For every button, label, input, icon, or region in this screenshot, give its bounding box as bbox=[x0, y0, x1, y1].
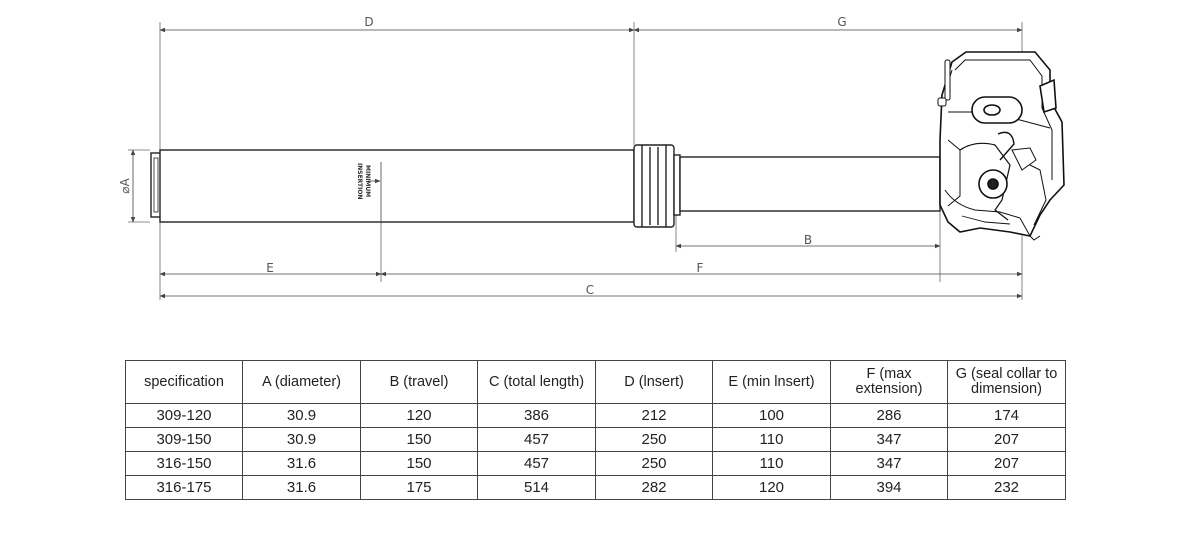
cell-c: 386 bbox=[477, 403, 596, 428]
seatpost-technical-drawing: D G ⌀A B E F C MINIMUM INSERTION bbox=[118, 15, 1065, 300]
cell-g: 207 bbox=[947, 427, 1066, 452]
label-c: C bbox=[586, 283, 594, 297]
header-b-travel: B (travel) bbox=[360, 360, 478, 404]
cell-b: 120 bbox=[360, 403, 478, 428]
cell-f: 394 bbox=[830, 475, 948, 500]
table-row: 316-150 31.6 150 457 250 110 347 207 bbox=[125, 451, 1066, 476]
marking-insertion: INSERTION bbox=[356, 163, 363, 199]
cell-e: 110 bbox=[712, 451, 831, 476]
table-row: 316-175 31.6 175 514 282 120 394 232 bbox=[125, 475, 1066, 500]
cell-e: 120 bbox=[712, 475, 831, 500]
cell-specification: 309-150 bbox=[125, 427, 243, 452]
cell-d: 212 bbox=[595, 403, 713, 428]
dimension-d: D bbox=[159, 15, 635, 33]
cell-c: 514 bbox=[477, 475, 596, 500]
dimension-e: E bbox=[159, 261, 382, 277]
minimum-insertion-mark: MINIMUM INSERTION bbox=[356, 162, 382, 222]
label-e: E bbox=[266, 261, 274, 275]
cell-specification: 316-175 bbox=[125, 475, 243, 500]
seatpost-inner-stanchion bbox=[679, 156, 941, 212]
cell-f: 286 bbox=[830, 403, 948, 428]
cell-e: 110 bbox=[712, 427, 831, 452]
header-g-seal-collar: G (seal collar to dimension) bbox=[947, 360, 1066, 404]
table-header-row: specification A (diameter) B (travel) C … bbox=[125, 360, 1066, 404]
label-a: ⌀A bbox=[118, 177, 132, 193]
dimension-g: G bbox=[633, 15, 1023, 33]
cell-e: 100 bbox=[712, 403, 831, 428]
cell-d: 250 bbox=[595, 427, 713, 452]
cell-a: 31.6 bbox=[242, 475, 361, 500]
cell-specification: 316-150 bbox=[125, 451, 243, 476]
saddle-clamp-head bbox=[937, 51, 1065, 241]
cell-a: 30.9 bbox=[242, 403, 361, 428]
cell-a: 31.6 bbox=[242, 451, 361, 476]
label-d: D bbox=[364, 15, 373, 29]
header-e-min-insert: E (min lnsert) bbox=[712, 360, 831, 404]
dimension-c: C bbox=[159, 283, 1023, 299]
dimension-f: F bbox=[380, 261, 1023, 277]
dimension-a: ⌀A bbox=[118, 149, 136, 223]
label-b: B bbox=[804, 233, 812, 247]
cell-d: 250 bbox=[595, 451, 713, 476]
cell-g: 207 bbox=[947, 451, 1066, 476]
cell-f: 347 bbox=[830, 427, 948, 452]
cell-specification: 309-120 bbox=[125, 403, 243, 428]
table-row: 309-150 30.9 150 457 250 110 347 207 bbox=[125, 427, 1066, 452]
cell-c: 457 bbox=[477, 427, 596, 452]
cell-b: 150 bbox=[360, 427, 478, 452]
cell-a: 30.9 bbox=[242, 427, 361, 452]
header-d-insert: D (lnsert) bbox=[595, 360, 713, 404]
header-specification: specification bbox=[125, 360, 243, 404]
header-c-total-length: C (total length) bbox=[477, 360, 596, 404]
cell-b: 150 bbox=[360, 451, 478, 476]
label-f: F bbox=[697, 261, 704, 275]
label-g: G bbox=[837, 15, 846, 29]
marking-minimum: MINIMUM bbox=[364, 165, 371, 197]
seatpost-outer-tube bbox=[150, 149, 635, 223]
header-a-diameter: A (diameter) bbox=[242, 360, 361, 404]
table-row: 309-120 30.9 120 386 212 100 286 174 bbox=[125, 403, 1066, 428]
header-f-max-extension: F (max extension) bbox=[830, 360, 948, 404]
dimension-b: B bbox=[675, 233, 941, 249]
cell-b: 175 bbox=[360, 475, 478, 500]
seal-collar bbox=[633, 144, 681, 228]
specification-table: specification A (diameter) B (travel) C … bbox=[125, 360, 1066, 500]
cell-f: 347 bbox=[830, 451, 948, 476]
cell-c: 457 bbox=[477, 451, 596, 476]
cell-g: 174 bbox=[947, 403, 1066, 428]
cell-d: 282 bbox=[595, 475, 713, 500]
cell-g: 232 bbox=[947, 475, 1066, 500]
